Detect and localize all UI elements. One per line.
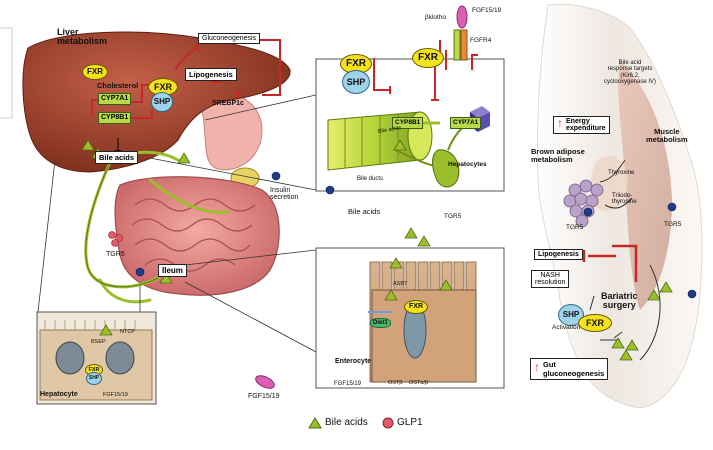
cholesterol-label: Cholesterol (97, 81, 139, 90)
ileum-box: Ileum (158, 264, 187, 277)
energy-up-arrow-icon: ↑ (557, 116, 563, 130)
gluconeogenesis-box: Gluconeogenesis (198, 33, 261, 44)
fxr-right: FXR (578, 314, 612, 332)
fxr-liver-left: FXR (82, 64, 108, 80)
shp-right: SHP (558, 304, 584, 326)
enterocyte-label: Enterocyte (335, 358, 372, 365)
energy-expenditure-box: Energy expenditure (553, 116, 610, 134)
shp-liver: SHP (151, 92, 173, 112)
tgr5-right-a-label: TGR5 (566, 224, 584, 231)
intestine-shape (114, 176, 280, 296)
fgf1519-inset-label: FGF15/19 (103, 392, 128, 398)
ntcp-label: NTCP (120, 329, 135, 335)
liver-metabolism-title: Liver metabolism (57, 27, 108, 47)
tgr5-panel-label: TGR5 (444, 213, 462, 220)
glp1-cluster (108, 231, 123, 247)
ostb-label: OSTβ (388, 380, 403, 386)
legend-bile-acid-symbol (308, 417, 322, 429)
brown-adipose-cluster (563, 179, 604, 228)
tgr5-right-b-label: TGR5 (664, 221, 682, 228)
bile-acid-targets-label: Bile acid response targets (Kir6.2, cycl… (604, 60, 657, 85)
fgf1519-loose-label: FGF15/19 (248, 393, 280, 400)
hepatocyte-inset-label: Hepatocyte (40, 391, 78, 398)
lipogenesis-box: Lipogenesis (185, 68, 237, 81)
legend-glp1-symbol (382, 417, 394, 429)
nash-resolution-box: NASH resolution (531, 270, 570, 288)
fxr-enterocyte: FXR (404, 300, 428, 314)
gluconeogenesis-up-arrow-icon: ↑ (534, 360, 540, 374)
shp-panel: SHP (342, 70, 370, 94)
triiodothyronine-label: Triiodo- thyronine (612, 193, 637, 206)
insulin-secretion-label: Insulin secretion (270, 187, 299, 202)
bariatric-surgery-label: Bariatric surgery (601, 291, 638, 311)
srebp1c-label: SREBP1c (212, 100, 244, 107)
fxr-panel-right: FXR (412, 48, 444, 68)
hepatocytes-label: Hepatocytes (448, 161, 487, 168)
muscle-metabolism-label: Muscle metabolism (646, 127, 688, 144)
ostab-label: OSTα/β (409, 380, 429, 386)
gut-gluconeogenesis-box: Gut gluconeogenesis (530, 358, 609, 380)
diet1-label: Diet1 (370, 318, 391, 329)
cyp7a1-liver: CYP7A1 (98, 93, 132, 105)
legend-glp1-label: GLP1 (397, 417, 423, 428)
cyp8b1-panel: CYP8B1 (392, 117, 424, 129)
bile-acids-box: Bile acids (95, 151, 139, 164)
brown-adipose-label: Brown adipose metabolism (531, 147, 585, 164)
activation-label: Activation (552, 324, 581, 331)
legend-bile-acids-label: Bile acids (325, 417, 368, 428)
fgfr4-label: FGFR4 (470, 37, 492, 44)
bklotho-label: βklotho (425, 14, 447, 21)
bile-acids-panel-label: Bile acids (348, 207, 381, 216)
fgf1519-enterocyte-label: FGF15/19 (334, 381, 362, 387)
lipogenesis-right-box: Lipogenesis (534, 249, 583, 260)
thyroxine-label: Thyroxine (608, 170, 635, 176)
bsep-label: BSEP (91, 339, 106, 345)
tgr5-receptors (135, 171, 697, 299)
bile-ducts-label: Bile ducts (357, 176, 384, 182)
shp-inset: SHP (86, 372, 102, 385)
asbt-label: ASBT (393, 281, 408, 287)
cyp8b1-liver: CYP8B1 (98, 112, 132, 124)
bile-acid-triangles (81, 139, 673, 361)
fgf1519-top-label: FGF15/19 (472, 7, 502, 14)
cyp7a1-panel: CYP7A1 (450, 117, 482, 129)
tgr5-left-label: TGR5 (106, 251, 125, 258)
